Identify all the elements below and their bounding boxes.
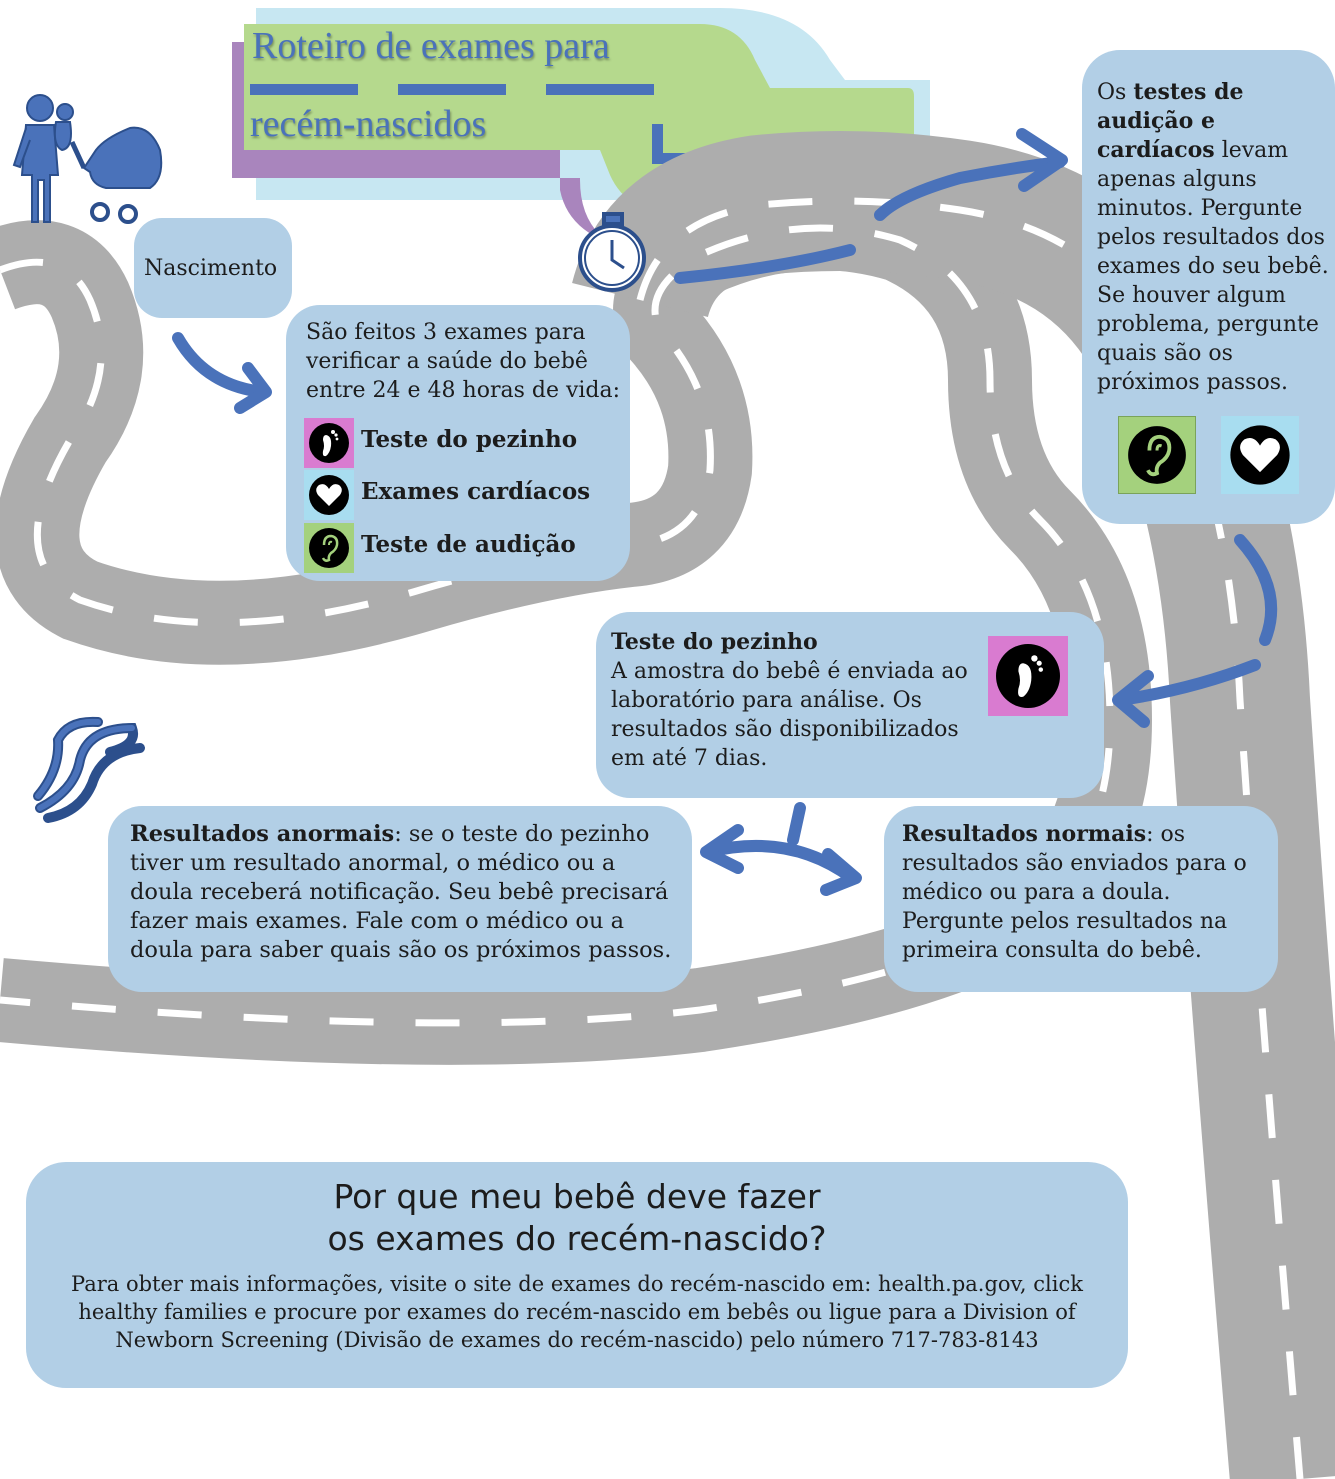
cta-heading-line-2: os exames do recém-nascido? (327, 1219, 827, 1258)
title-line-2: recém-nascidos (250, 103, 487, 145)
arrow-to-heel-box (1114, 659, 1261, 706)
arrow-stopwatch-to-hearing-head (1016, 128, 1068, 192)
family-icon (12, 94, 74, 223)
abnormal-results-box: Resultados anormais: se o teste do pezin… (108, 806, 692, 992)
birth-label: Nascimento (144, 256, 278, 281)
test-item-hearing: Teste de audição (361, 531, 576, 558)
arrow-heel-down (787, 802, 806, 846)
ear-icon (304, 523, 354, 573)
three-tests-intro: São feitos 3 exames para verificar a saú… (306, 320, 621, 403)
test-item-heel: Teste do pezinho (361, 426, 578, 453)
arrow-split-left-head (700, 824, 744, 874)
arrow-split-right-head (820, 848, 862, 896)
arrow-birth-to-tests (172, 332, 268, 398)
hearing-heart-text: Os testes de audição e cardíacos levam a… (1097, 79, 1329, 395)
cta-heading: Por que meu bebê deve fazer os exames do… (26, 1176, 1128, 1260)
title-line-1: Roteiro de exames para (252, 25, 610, 67)
foot-icon (988, 636, 1068, 716)
normal-results-text: Resultados normais: os resultados são en… (902, 821, 1247, 963)
foot-icon (304, 418, 354, 468)
cta-box: Por que meu bebê deve fazer os exames do… (26, 1162, 1128, 1388)
heart-icon (304, 470, 354, 520)
birth-box: Nascimento (134, 218, 292, 318)
heel-test-box: Teste do pezinho A amostra do bebê é env… (596, 612, 1104, 798)
cta-heading-line-1: Por que meu bebê deve fazer (333, 1177, 821, 1216)
heel-test-title: Teste do pezinho (611, 629, 818, 655)
dna-icon-fill (35, 718, 135, 811)
abnormal-results-text: Resultados anormais: se o teste do pezin… (130, 821, 672, 963)
stopwatch-icon (578, 212, 646, 292)
flow-arrows (172, 128, 1278, 896)
heel-test-text: A amostra do bebê é enviada ao laboratór… (611, 659, 968, 771)
arrow-birth-to-tests-head (234, 362, 272, 414)
three-tests-box: São feitos 3 exames para verificar a saú… (286, 305, 630, 581)
heart-icon (1221, 416, 1299, 494)
ear-icon (1118, 416, 1196, 494)
cta-info-text: Para obter mais informações, visite o si… (71, 1272, 1083, 1352)
arrow-hearing-to-heel (1234, 534, 1278, 646)
normal-results-box: Resultados normais: os resultados são en… (884, 806, 1278, 992)
arrow-stopwatch-to-hearing (674, 156, 1066, 284)
stroller-icon (69, 126, 163, 224)
hearing-heart-box: Os testes de audição e cardíacos levam a… (1082, 50, 1335, 524)
arrow-to-heel-box-head (1112, 670, 1154, 728)
test-item-heart: Exames cardíacos (361, 478, 591, 505)
